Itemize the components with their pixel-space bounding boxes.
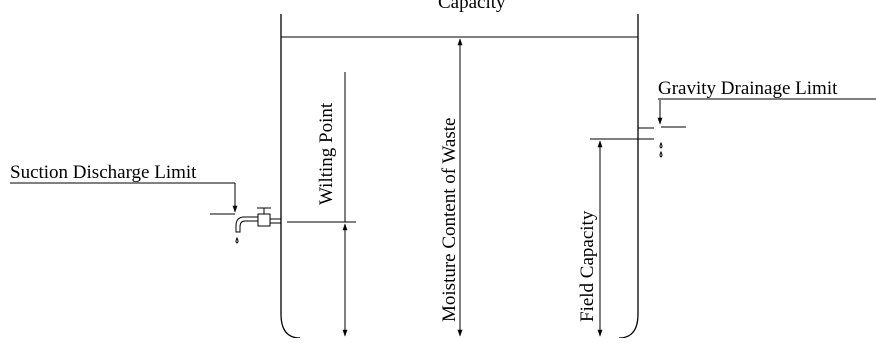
gravity-drainage-label: Gravity Drainage Limit [658,78,838,99]
wilting-point-label: Wilting Point [316,102,337,205]
gravity-drainage-group: Gravity Drainage Limit [638,78,876,158]
top-label: Capacity [438,0,506,13]
water-drop-icon [659,141,663,158]
container-right-wall [618,14,639,339]
faucet-icon [235,207,281,244]
container-left-wall [280,14,301,339]
field-capacity-label: Field Capacity [577,210,598,322]
field-capacity-group: Field Capacity [577,138,638,337]
wilting-point-group: Wilting Point [287,72,356,337]
moisture-content-group: Moisture Content of Waste [439,38,463,337]
moisture-content-label: Moisture Content of Waste [439,118,460,322]
suction-discharge-group: Suction Discharge Limit [10,162,238,215]
suction-discharge-label: Suction Discharge Limit [10,162,197,183]
faucet-drop [235,236,239,244]
